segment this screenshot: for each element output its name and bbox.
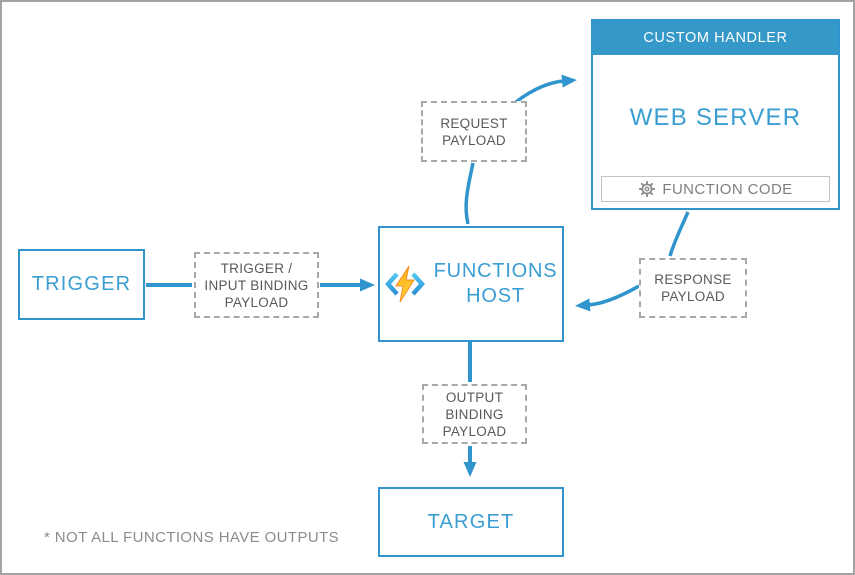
function-code-label: FUNCTION CODE (662, 180, 793, 198)
target-label: TARGET (427, 510, 515, 533)
payload-line: PAYLOAD (661, 289, 725, 304)
payload-line: RESPONSE (654, 272, 732, 287)
trigger-label: TRIGGER (31, 273, 132, 295)
target-node: TARGET (378, 487, 564, 557)
functions-host-label: FUNCTIONS HOST (434, 259, 558, 309)
payload-line: PAYLOAD (442, 423, 507, 439)
gear-icon (639, 180, 656, 198)
arrow-request-payload-to-web-server (514, 74, 577, 104)
payload-line: BINDING (445, 406, 504, 422)
curve-host-to-request-payload (464, 162, 475, 225)
payload-line: PAYLOAD (442, 132, 506, 148)
functions-host-node: FUNCTIONS HOST (378, 226, 564, 342)
curve-function-code-to-response-payload (668, 211, 690, 257)
trigger-input-binding-payload-box: TRIGGER / INPUT BINDING PAYLOAD (194, 252, 319, 318)
web-server-label: WEB SERVER (629, 103, 802, 131)
functions-host-line: FUNCTIONS (433, 260, 558, 282)
function-code-box: FUNCTION CODE (601, 176, 830, 202)
response-payload-box: RESPONSE PAYLOAD (639, 258, 747, 318)
payload-line: OUTPUT (445, 389, 504, 405)
footnote: * NOT ALL FUNCTIONS HAVE OUTPUTS (44, 529, 340, 546)
request-payload-box: REQUEST PAYLOAD (421, 101, 527, 162)
payload-line: PAYLOAD (224, 294, 289, 310)
azure-functions-icon (384, 265, 425, 303)
functions-host-line: HOST (466, 285, 525, 307)
arrow-response-payload-to-host (575, 284, 640, 312)
payload-line: TRIGGER / (220, 260, 293, 276)
payload-line: REQUEST (440, 115, 508, 131)
output-binding-payload-box: OUTPUT BINDING PAYLOAD (422, 384, 527, 444)
custom-handler-group: CUSTOM HANDLER WEB SERVER (591, 19, 840, 210)
payload-line: INPUT BINDING (204, 277, 309, 293)
trigger-node: TRIGGER (18, 249, 145, 320)
custom-handler-header: CUSTOM HANDLER (593, 21, 838, 55)
web-server-node: WEB SERVER (593, 55, 838, 208)
